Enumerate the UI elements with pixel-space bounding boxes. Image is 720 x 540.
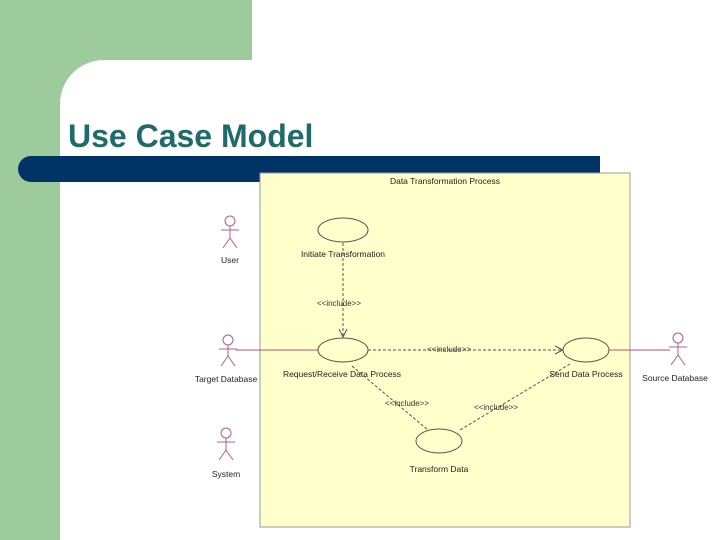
use-case-initiate-transformation: [317, 217, 369, 243]
slide-title: Use Case Model: [68, 118, 314, 154]
use-case-send-data: [562, 337, 610, 363]
use-case-label: Send Data Process: [549, 369, 622, 379]
actor-label: System: [212, 469, 240, 479]
use-case-request-receive: [317, 337, 369, 363]
use-case-label: Initiate Transformation: [301, 249, 385, 259]
stereotype-label: <<include>>: [474, 403, 518, 412]
stereotype-label: <<include>>: [317, 299, 361, 308]
include-arrowhead: [338, 328, 348, 339]
stereotype-label: <<include>>: [385, 399, 429, 408]
use-case-transform-data: [415, 428, 463, 454]
use-case-label: Transform Data: [410, 464, 469, 474]
actor-label: Source Database: [642, 373, 708, 383]
boundary-title: Data Transformation Process: [390, 176, 500, 186]
include-line-send-transform: [459, 363, 571, 431]
use-case-label: Request/Receive Data Process: [283, 369, 401, 379]
stereotype-label: <<include>>: [427, 345, 471, 354]
actor-source-database-icon: [669, 332, 687, 366]
actor-label: Target Database: [195, 374, 258, 384]
actor-user-icon: [221, 215, 239, 249]
include-line-request-transform: [351, 365, 429, 431]
actor-target-database-icon: [219, 334, 237, 367]
actor-system-icon: [217, 427, 235, 461]
actor-label: User: [221, 255, 239, 265]
